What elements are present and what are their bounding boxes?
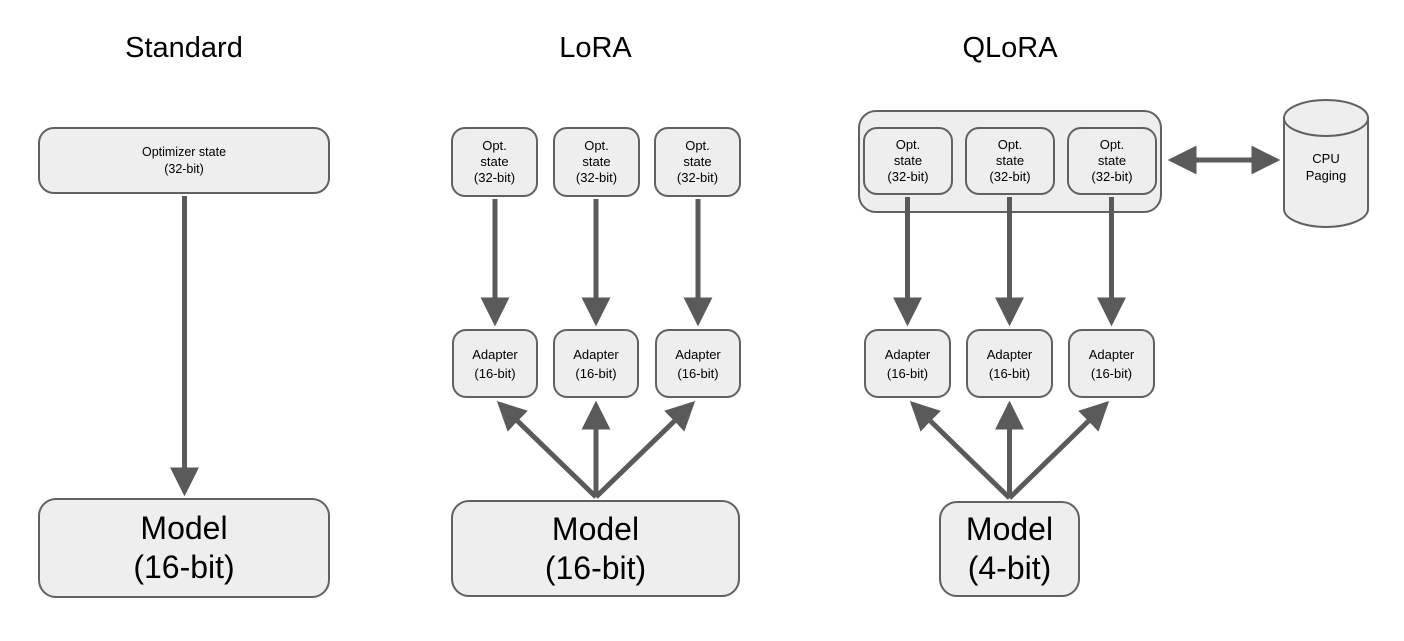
standard-model-box: Model (16-bit): [38, 498, 330, 598]
cpu-paging-label: CPU Paging: [1305, 151, 1347, 183]
lora-adapter-box-1: Adapter (16-bit): [452, 329, 538, 398]
qlora-adapter-label-3: Adapter (16-bit): [1088, 346, 1135, 381]
qlora-opt-state-box-2: Opt. state (32-bit): [965, 127, 1055, 195]
qlora-model-to-adapter-arrow-1: [909, 400, 1012, 500]
lora-opt-state-box-1: Opt. state (32-bit): [451, 127, 538, 197]
lora-opt-state-label-2: Opt. state (32-bit): [575, 138, 618, 185]
qlora-adapter-box-3: Adapter (16-bit): [1068, 329, 1155, 398]
qlora-adapter-box-2: Adapter (16-bit): [966, 329, 1053, 398]
qlora-opt-state-box-1: Opt. state (32-bit): [863, 127, 953, 195]
standard-model-label: Model (16-bit): [133, 510, 235, 585]
lora-opt-state-box-3: Opt. state (32-bit): [654, 127, 741, 197]
lora-model-to-adapter-arrow-3: [594, 400, 696, 499]
lora-adapter-label-1: Adapter (16-bit): [472, 346, 518, 381]
column-title-lora: LoRA: [559, 32, 632, 64]
standard-optimizer-state-label: Optimizer state (32-bit): [141, 144, 227, 176]
qlora-opt-state-label-3: Opt. state (32-bit): [1091, 137, 1133, 184]
qlora-opt-state-box-3: Opt. state (32-bit): [1067, 127, 1157, 195]
lora-adapter-label-3: Adapter (16-bit): [675, 346, 721, 381]
lora-model-to-adapter-arrow-1: [496, 400, 598, 499]
lora-adapter-box-2: Adapter (16-bit): [553, 329, 639, 398]
qlora-opt-state-label-1: Opt. state (32-bit): [887, 137, 929, 184]
lora-adapter-box-3: Adapter (16-bit): [655, 329, 741, 398]
lora-model-label: Model (16-bit): [544, 510, 647, 586]
qlora-adapter-box-1: Adapter (16-bit): [864, 329, 951, 398]
qlora-opt-state-label-2: Opt. state (32-bit): [989, 137, 1031, 184]
qlora-model-to-adapter-arrow-3: [1007, 400, 1110, 500]
standard-optimizer-state-box: Optimizer state (32-bit): [38, 127, 330, 194]
lora-model-box: Model (16-bit): [451, 500, 740, 597]
qlora-adapter-label-1: Adapter (16-bit): [884, 346, 931, 381]
lora-opt-state-label-3: Opt. state (32-bit): [676, 138, 719, 185]
lora-opt-state-box-2: Opt. state (32-bit): [553, 127, 640, 197]
qlora-model-box: Model (4-bit): [939, 501, 1080, 597]
qlora-model-label: Model (4-bit): [965, 511, 1054, 586]
qlora-adapter-label-2: Adapter (16-bit): [986, 346, 1033, 381]
column-title-qlora: QLoRA: [962, 32, 1058, 64]
column-title-standard: Standard: [125, 32, 243, 64]
lora-opt-state-label-1: Opt. state (32-bit): [473, 138, 516, 185]
lora-adapter-label-2: Adapter (16-bit): [573, 346, 619, 381]
